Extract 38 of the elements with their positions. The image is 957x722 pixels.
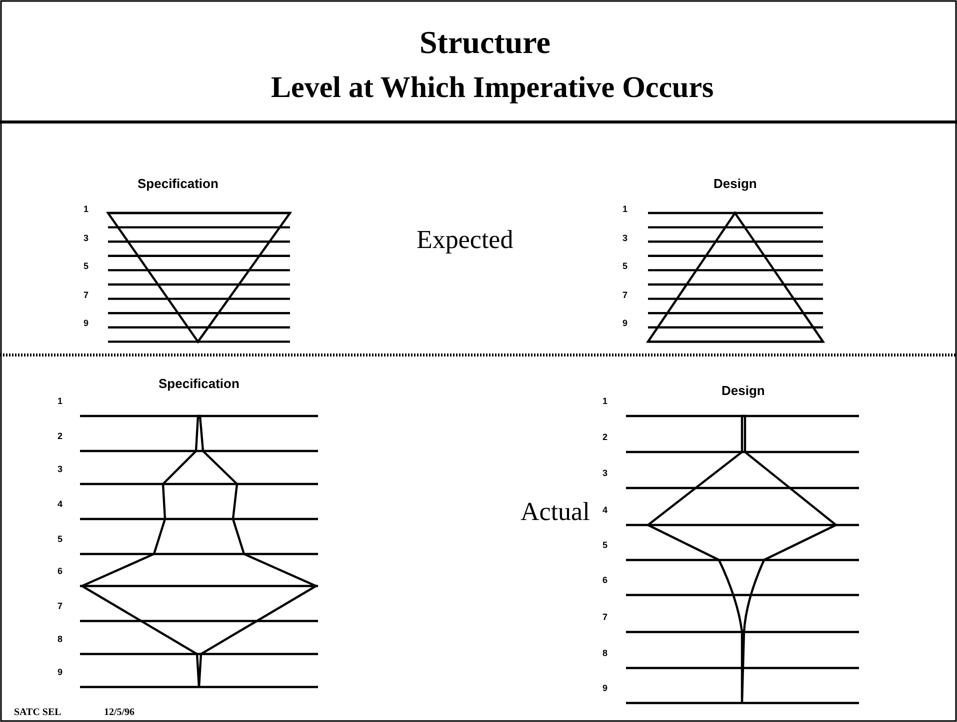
row-label: Actual xyxy=(520,497,590,527)
row-label: Expected xyxy=(416,225,514,255)
level-number: 1 xyxy=(602,396,608,406)
level-number: 2 xyxy=(58,431,63,441)
level-number: 2 xyxy=(602,432,608,442)
level-number: 9 xyxy=(602,683,608,693)
level-number: 5 xyxy=(622,261,628,272)
level-number: 9 xyxy=(622,318,628,328)
level-number: 3 xyxy=(84,232,89,243)
panel-heading: Design xyxy=(714,176,757,190)
level-number: 9 xyxy=(84,318,89,328)
level-number: 3 xyxy=(602,468,608,478)
level-number: 5 xyxy=(58,534,63,544)
level-number: 6 xyxy=(602,575,608,585)
level-number: 9 xyxy=(58,667,63,677)
level-number: 7 xyxy=(622,290,628,300)
slide-subtitle: Level at Which Imperative Occurs xyxy=(271,71,714,105)
level-number: 1 xyxy=(58,396,63,406)
panel-heading: Design xyxy=(722,382,765,398)
level-number: 5 xyxy=(602,540,608,550)
level-number: 1 xyxy=(84,204,89,214)
level-number: 7 xyxy=(58,601,63,611)
level-number: 8 xyxy=(602,648,608,658)
footer-text: SATC SEL xyxy=(14,706,62,718)
level-number: 6 xyxy=(58,566,63,576)
level-number: 1 xyxy=(622,204,628,214)
slide-title: Structure xyxy=(420,24,550,60)
level-number: 5 xyxy=(84,261,89,272)
level-number: 7 xyxy=(602,612,608,622)
level-number: 4 xyxy=(602,505,608,515)
level-number: 3 xyxy=(622,232,628,243)
panel-heading: Specification xyxy=(138,176,218,190)
level-number: 8 xyxy=(58,634,63,644)
level-number: 4 xyxy=(58,499,63,509)
panel-heading: Specification xyxy=(158,376,240,390)
level-number: 3 xyxy=(58,464,63,474)
level-number: 7 xyxy=(84,290,89,300)
footer-date: 12/5/96 xyxy=(104,706,135,718)
